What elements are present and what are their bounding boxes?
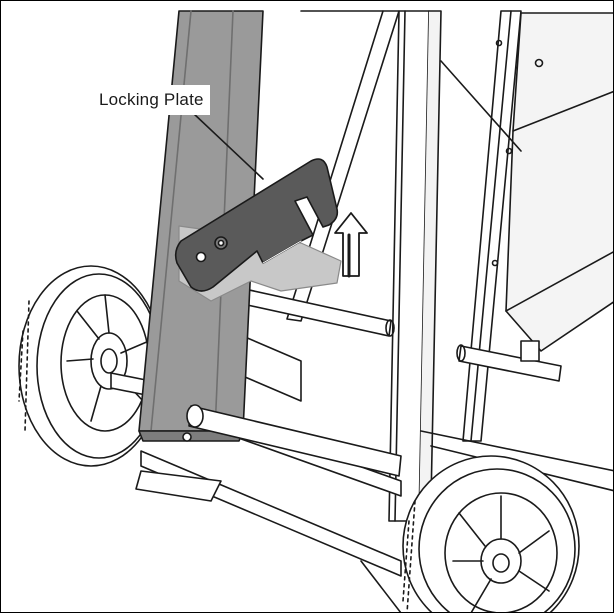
locking-plate bbox=[174, 158, 339, 292]
back-upright-rail bbox=[462, 10, 522, 442]
up-arrow-icon bbox=[334, 212, 368, 277]
callout-leader bbox=[192, 112, 264, 180]
left-wheel bbox=[18, 265, 164, 467]
hopper-panel bbox=[505, 12, 613, 352]
right-wheel bbox=[402, 455, 580, 612]
callout-locking-plate: Locking Plate bbox=[93, 85, 210, 115]
locking-plate-hole bbox=[195, 251, 207, 263]
